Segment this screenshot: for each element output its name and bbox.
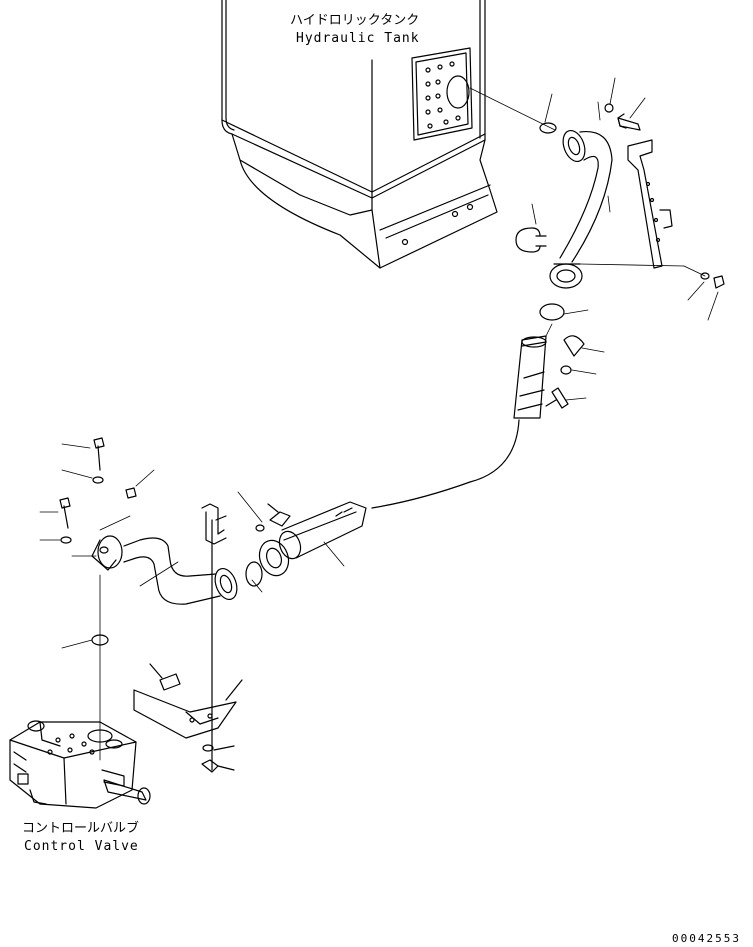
upper-elbow-pipe: [539, 122, 613, 289]
hose-clamp-lower: [201, 503, 227, 771]
leader-lines-mid-right: [545, 309, 605, 401]
leader-lines-left: [39, 443, 345, 649]
tank-port-plate: [411, 47, 473, 141]
lower-hose: [258, 501, 367, 577]
control-valve: [9, 720, 151, 809]
leader-lines-upper: [531, 77, 719, 321]
split-flange-halves: [545, 335, 585, 409]
valve-label-en: Control Valve: [24, 839, 139, 854]
bolt-washer-group-upper-right: [604, 103, 725, 289]
u-clamp: [515, 227, 547, 253]
pipe-bracket: [627, 139, 673, 269]
valve-leader-lines: [91, 574, 109, 761]
hose-upper-end: [371, 303, 565, 509]
tank-label-jp: ハイドロリックタンク: [290, 13, 419, 28]
document-number: 00042553: [672, 932, 741, 945]
bolts-left: [59, 437, 137, 544]
lower-elbow-pipe: [91, 535, 238, 605]
center-fittings: [245, 503, 291, 587]
tank-label-en: Hydraulic Tank: [296, 31, 420, 46]
valve-label-jp: コントロールバルブ: [22, 820, 139, 836]
hydraulic-tank: ハイドロリックタンク Hydraulic Tank: [221, 0, 498, 269]
lower-bracket: [133, 663, 243, 773]
